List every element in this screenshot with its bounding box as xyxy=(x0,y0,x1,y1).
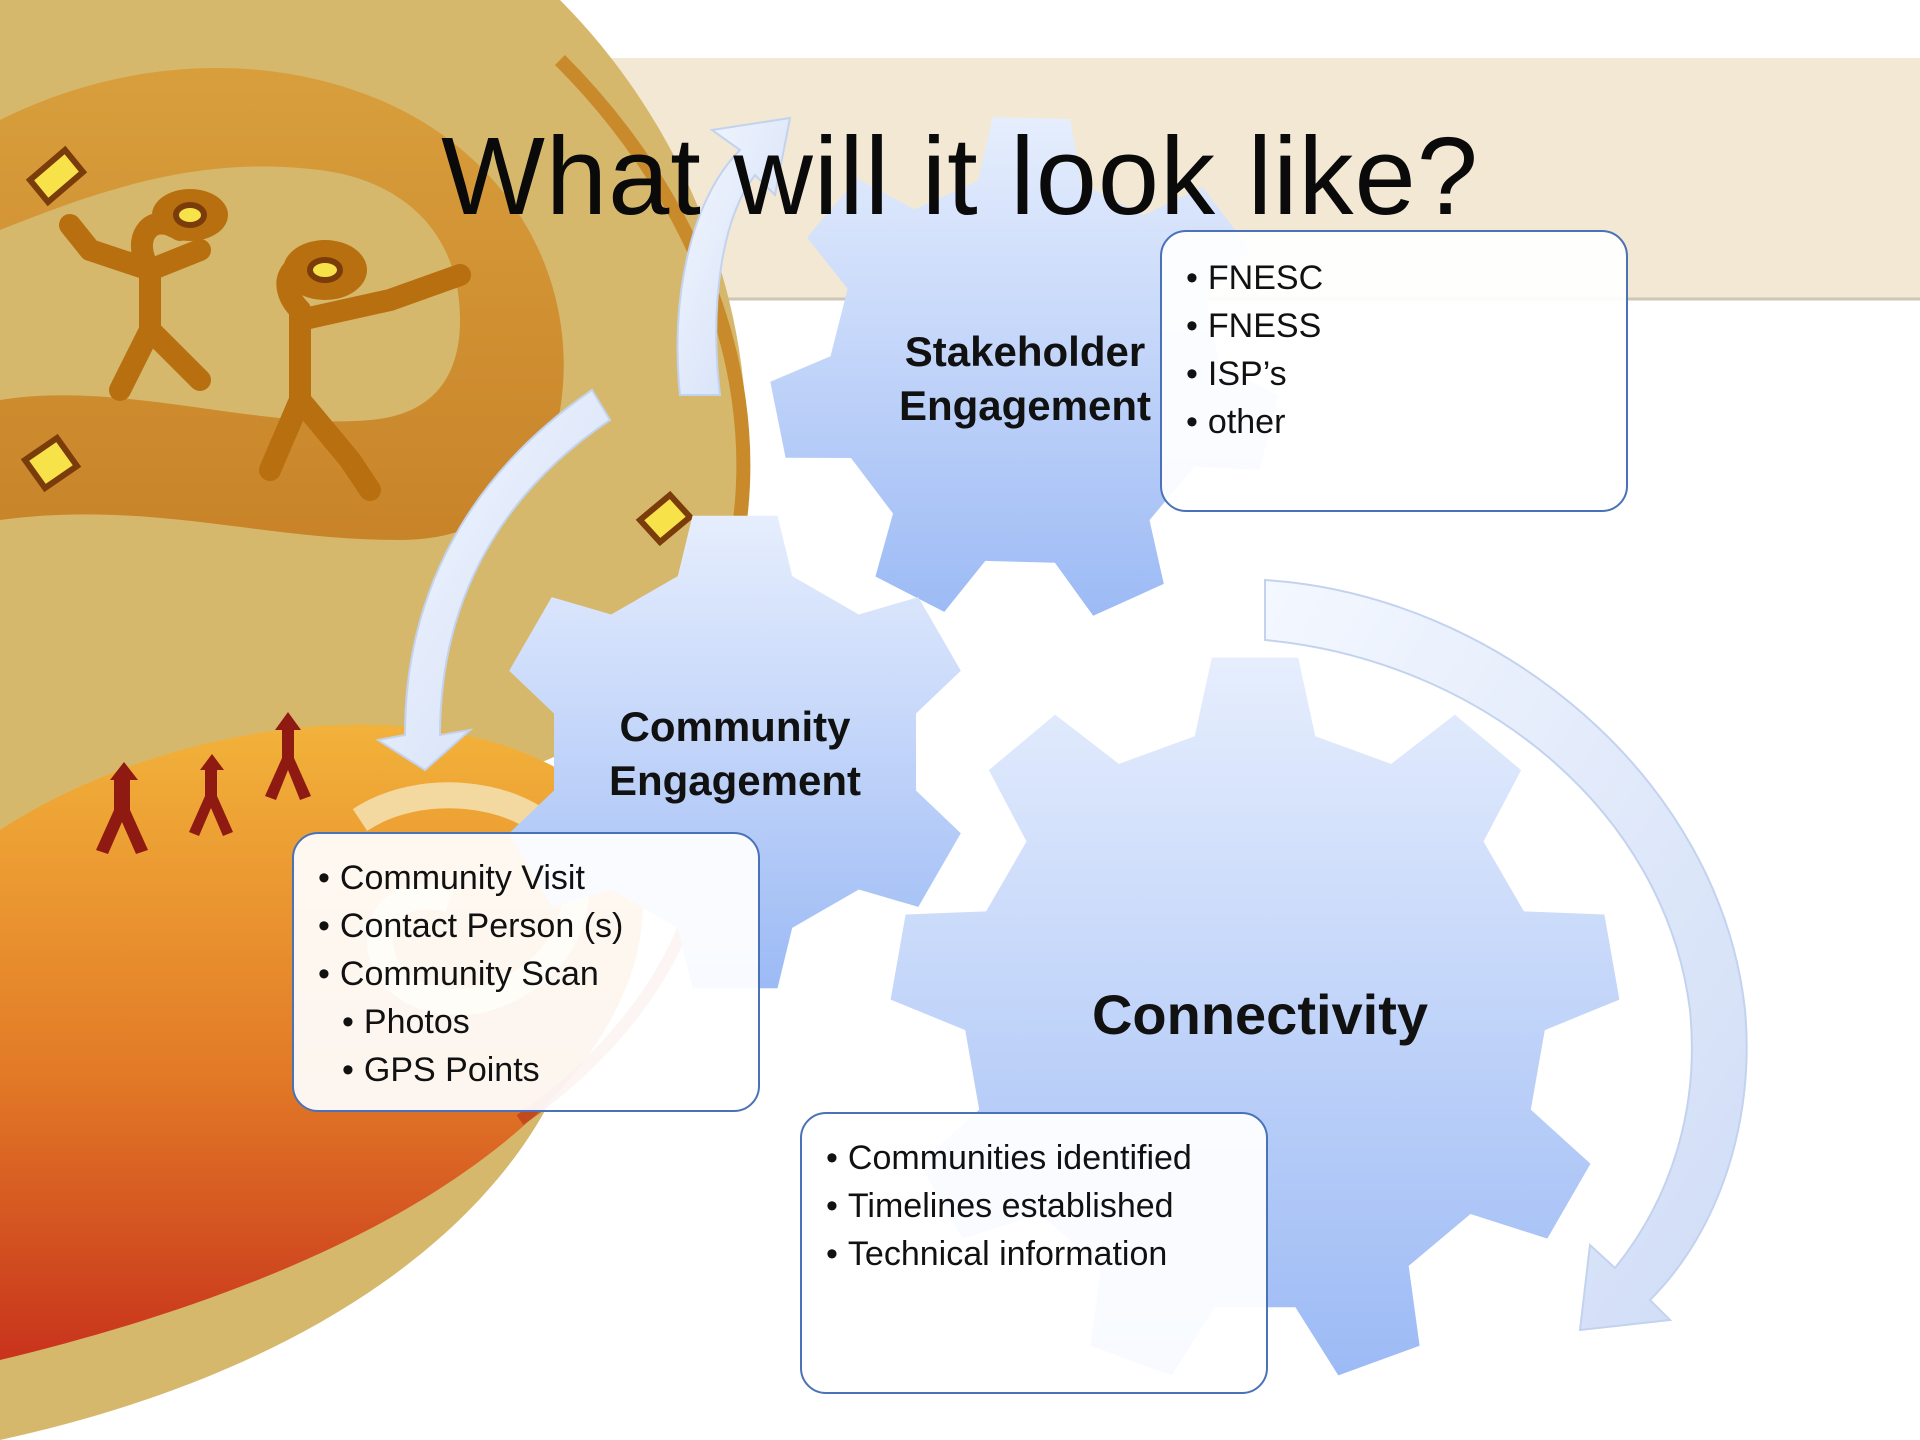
dancer-figure-1 xyxy=(59,212,211,401)
bullet-item: Timelines established xyxy=(826,1182,1266,1230)
stakeholder-label-line-1: Stakeholder xyxy=(904,328,1146,375)
stakeholder-gear-label: Stakeholder Engagement xyxy=(880,325,1170,433)
bullet-item: FNESC xyxy=(1186,254,1626,302)
stakeholder-items-list: FNESCFNESSISP’sother xyxy=(1186,254,1626,446)
community-label-line-1: Community xyxy=(619,703,851,750)
community-items-box: Community VisitContact Person (s)Communi… xyxy=(292,832,760,1112)
hand-print-2 xyxy=(20,433,82,493)
stakeholder-label-line-2: Engagement xyxy=(898,382,1152,429)
stakeholder-items-box: FNESCFNESSISP’sother xyxy=(1160,230,1628,512)
connectivity-items-list: Communities identifiedTimelines establis… xyxy=(826,1134,1266,1278)
gear-body xyxy=(770,117,1279,616)
connectivity-gear-label: Connectivity xyxy=(1091,983,1429,1046)
bullet-item: FNESS xyxy=(1186,302,1626,350)
arrow-around-connectivity xyxy=(1264,578,1748,1332)
red-figures xyxy=(96,712,311,854)
community-label-line-2: Engagement xyxy=(608,757,862,804)
bullet-item: other xyxy=(1186,398,1626,446)
red-figure-2 xyxy=(189,754,233,836)
bullet-item: Photos xyxy=(318,998,758,1046)
figure-eye-1 xyxy=(173,202,207,228)
bullet-item: GPS Points xyxy=(318,1046,758,1094)
bullet-item: ISP’s xyxy=(1186,350,1626,398)
community-gear-label: Community Engagement xyxy=(590,700,880,808)
figure-eye-2 xyxy=(307,257,343,283)
bullet-item: Communities identified xyxy=(826,1134,1266,1182)
swirl-upper-band xyxy=(0,67,564,541)
bullet-item: Contact Person (s) xyxy=(318,902,758,950)
arrow-up-to-stakeholder xyxy=(676,116,792,396)
decorative-hand-prints xyxy=(20,145,695,547)
bullet-item: Community Scan xyxy=(318,950,758,998)
red-figure-3 xyxy=(265,712,311,800)
hand-print-1 xyxy=(25,145,88,207)
bullet-item: Community Visit xyxy=(318,854,758,902)
slide-title: What will it look like? xyxy=(441,115,1479,238)
red-figure-1 xyxy=(96,762,148,854)
gear-stakeholder xyxy=(770,117,1279,616)
hand-print-3 xyxy=(635,490,695,547)
bullet-item: Technical information xyxy=(826,1230,1266,1278)
connectivity-items-box: Communities identifiedTimelines establis… xyxy=(800,1112,1268,1394)
community-items-list: Community VisitContact Person (s)Communi… xyxy=(318,854,758,1094)
arrow-down-to-community xyxy=(375,388,612,772)
